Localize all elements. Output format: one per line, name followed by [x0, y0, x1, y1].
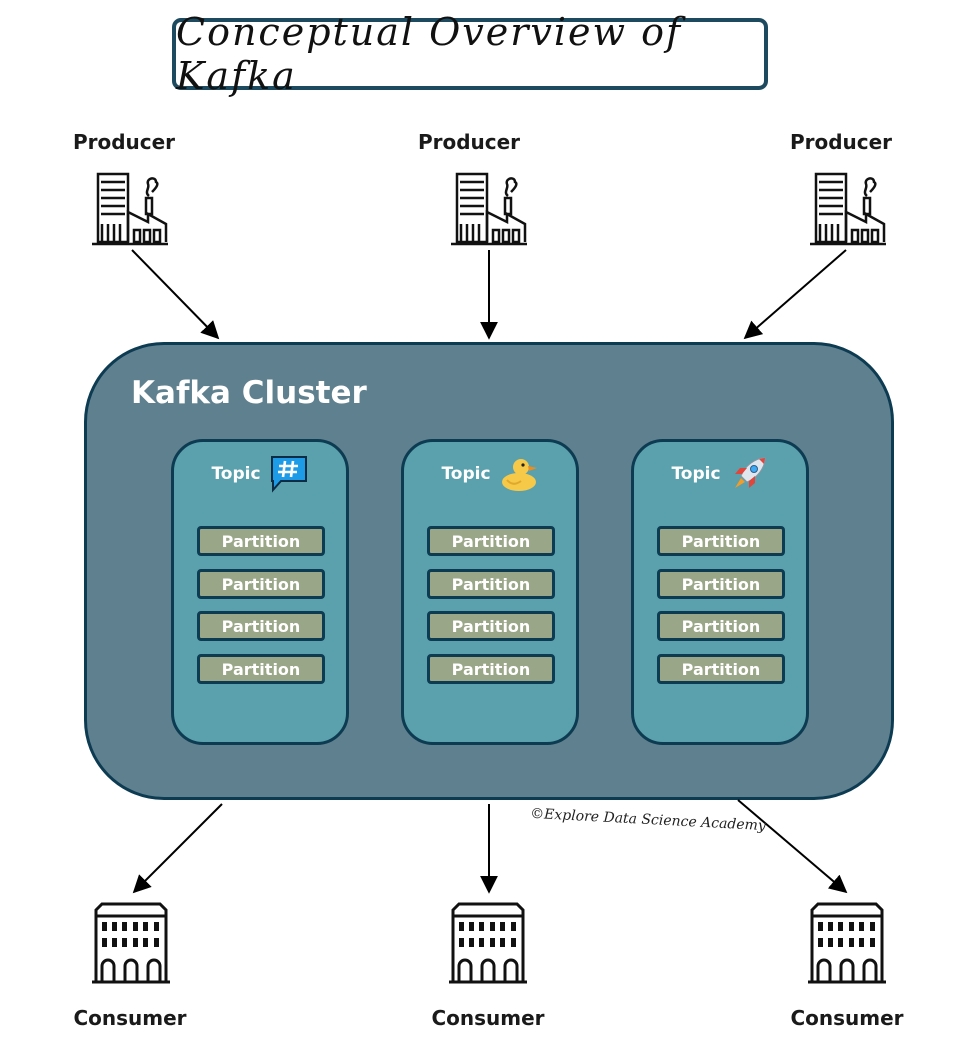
consumer-label-2: Consumer	[431, 1006, 545, 1030]
partition: Partition	[197, 611, 325, 641]
partition: Partition	[197, 526, 325, 556]
partition: Partition	[427, 526, 555, 556]
hashtag-chat-icon	[270, 456, 307, 493]
topic-header: Topic	[634, 452, 806, 496]
topic-label: Topic	[211, 464, 261, 484]
partition: Partition	[657, 611, 785, 641]
rocket-icon	[734, 457, 766, 488]
partition: Partition	[427, 611, 555, 641]
topic-label: Topic	[671, 464, 721, 484]
partition: Partition	[657, 569, 785, 599]
topic-header: Topic	[404, 452, 576, 496]
partition: Partition	[197, 654, 325, 684]
arrow-producer-to-cluster	[743, 249, 847, 340]
factory-icon	[451, 172, 527, 246]
consumer-label-3: Consumer	[790, 1006, 904, 1030]
factory-icon	[92, 172, 168, 246]
arrow-cluster-to-consumer	[737, 799, 848, 894]
building-icon	[808, 902, 886, 984]
partition: Partition	[657, 526, 785, 556]
cluster-title: Kafka Cluster	[131, 375, 367, 411]
factory-icon	[810, 172, 886, 246]
title-box: Conceptual Overview of Kafka	[172, 10, 768, 98]
partition: Partition	[197, 569, 325, 599]
partition: Partition	[427, 654, 555, 684]
rubber-duck-icon	[501, 459, 537, 491]
kafka-cluster: Kafka Cluster Topic Partition Partition …	[84, 342, 894, 800]
building-icon	[449, 902, 527, 984]
producer-label-2: Producer	[417, 130, 521, 154]
topic-header: Topic	[174, 452, 346, 496]
consumer-label-1: Consumer	[73, 1006, 187, 1030]
partition: Partition	[657, 654, 785, 684]
topic-label: Topic	[441, 464, 491, 484]
arrow-cluster-to-consumer	[132, 803, 223, 894]
topic-card: Topic Partition Partition Partition Part…	[631, 439, 809, 745]
producer-label-1: Producer	[72, 130, 176, 154]
arrow-producer-to-cluster	[131, 249, 220, 340]
topic-card: Topic Partition Partition Partition Part…	[401, 439, 579, 745]
producer-label-3: Producer	[789, 130, 893, 154]
building-icon	[92, 902, 170, 984]
diagram-title: Conceptual Overview of Kafka	[176, 10, 683, 98]
partition: Partition	[427, 569, 555, 599]
topic-card: Topic Partition Partition Partition Part…	[171, 439, 349, 745]
